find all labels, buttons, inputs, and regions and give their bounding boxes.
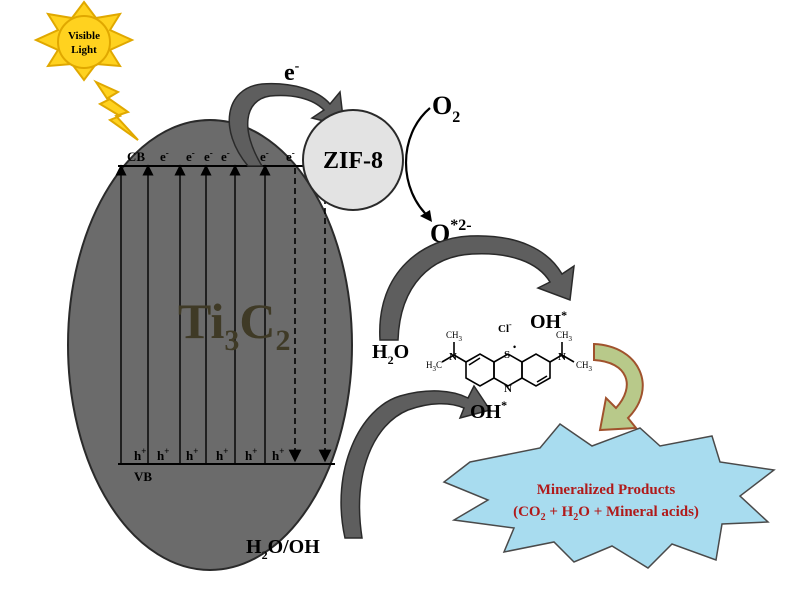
electron-transfer-arrow: [228, 82, 345, 167]
recombination-arrows: [288, 168, 332, 463]
sun-label-line1: Visible: [68, 30, 100, 42]
vb-hole: h+: [186, 446, 198, 463]
products-line2: (CO2 + H2O + Mineral acids): [513, 504, 699, 523]
chloride-label: Cl-: [498, 320, 512, 335]
radical-dot: •: [513, 342, 516, 352]
atom-n-ring: N: [504, 383, 512, 395]
sun-core: [57, 15, 111, 69]
cb-electron: e-: [160, 148, 169, 164]
sun-icon: Visible Light: [33, 0, 139, 141]
water-oxidation-arrow: [379, 235, 575, 341]
hydroxyl-arrow: [340, 384, 492, 539]
oh-mid-label: OH*: [470, 398, 507, 423]
o2-reduction-arrow: [404, 107, 431, 219]
methylene-blue-molecule: [441, 342, 575, 387]
h2o-oh-label: H2O/OH: [246, 536, 320, 562]
ti3c2-ellipse: [67, 119, 353, 571]
cb-electron: e-: [186, 148, 195, 164]
h2o-label: H2O: [372, 341, 409, 367]
oh-top-label: OH*: [530, 308, 567, 333]
arrowhead: [420, 210, 432, 222]
cb-label: CB: [127, 149, 145, 164]
molecule-atoms: S • N N N Cl- CH3 H3C CH3 CH3: [426, 320, 593, 395]
methyl-right: CH3: [576, 360, 593, 373]
vb-hole: h+: [272, 446, 284, 463]
zif8-label: ZIF-8: [323, 148, 383, 174]
ti3c2-label: Ti3C2: [178, 293, 290, 357]
vb-hole: h+: [157, 446, 169, 463]
zif8-circle: [302, 109, 404, 211]
lightning-bolt-icon: [93, 79, 139, 141]
vb-label: VB: [134, 469, 152, 484]
bond: [561, 354, 575, 363]
bond: [468, 357, 481, 366]
bond: [453, 354, 467, 363]
cb-electron: e-: [286, 148, 295, 164]
vb-hole: h+: [216, 446, 228, 463]
vb-hole: h+: [245, 446, 257, 463]
atom-n-left: N: [449, 351, 457, 363]
methyl-top-left: CH3: [446, 330, 463, 343]
right-ring: [521, 353, 551, 387]
atom-s: S: [504, 349, 510, 361]
cb-electron: e-: [204, 148, 213, 164]
o2-label: O2: [432, 91, 460, 126]
cb-electron: e-: [221, 148, 230, 164]
methyl-left: H3C: [426, 360, 442, 373]
electron-label: e-: [284, 59, 300, 86]
degradation-arrow: [593, 342, 644, 432]
vb-hole: h+: [134, 446, 146, 463]
vb-labels: h+ h+ h+ h+ h+ h+ VB: [134, 446, 284, 484]
bond: [441, 354, 455, 363]
atom-n-right: N: [558, 351, 566, 363]
excitation-arrows: [115, 164, 271, 464]
products-line1: Mineralized Products: [537, 482, 676, 498]
methyl-top-right: CH3: [556, 330, 573, 343]
sun-label-line2: Light: [71, 44, 97, 56]
cb-electron: e-: [260, 148, 269, 164]
bond: [536, 375, 548, 383]
products-starburst: [442, 422, 776, 569]
bond: [549, 354, 563, 363]
